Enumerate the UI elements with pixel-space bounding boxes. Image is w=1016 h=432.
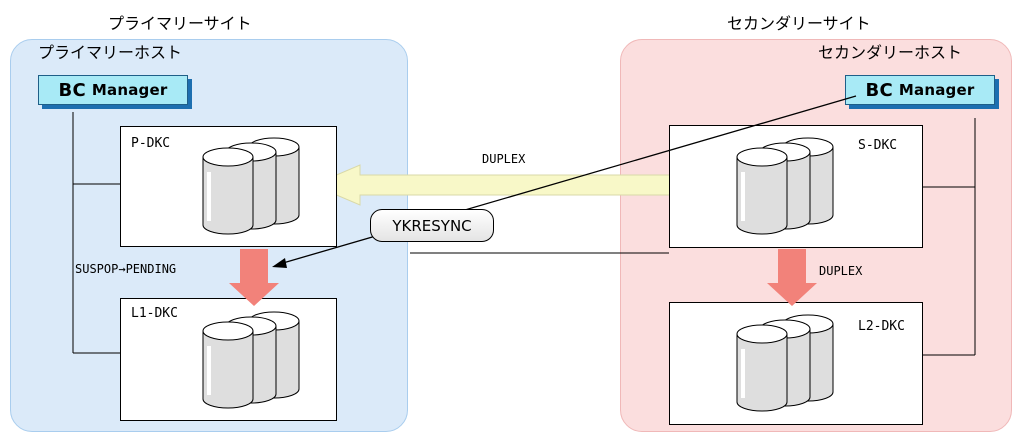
- l1-dkc-label: L1-DKC: [131, 306, 178, 321]
- primary-site-title: プライマリーサイト: [108, 14, 252, 33]
- secondary-host-label: セカンダリーホスト: [818, 43, 963, 62]
- primary-host-label: プライマリーホスト: [38, 43, 183, 62]
- primary-bc-manager[interactable]: BC Manager: [38, 75, 188, 105]
- secondary-bc-manager-prefix: BC: [865, 79, 893, 101]
- secondary-site-title: セカンダリーサイト: [727, 14, 871, 33]
- primary-bc-manager-name: Manager: [91, 81, 168, 99]
- ykresync-command-label: YKRESYNC: [370, 209, 494, 242]
- secondary-local-pair-state: DUPLEX: [819, 264, 863, 278]
- s-dkc-label: S-DKC: [858, 138, 898, 153]
- l2-dkc-label: L2-DKC: [858, 319, 905, 334]
- remote-copy-state: DUPLEX: [482, 152, 526, 166]
- p-dkc-label: P-DKC: [131, 136, 171, 151]
- secondary-bc-manager-name: Manager: [898, 81, 975, 99]
- secondary-bc-manager[interactable]: BC Manager: [845, 75, 995, 105]
- primary-local-pair-state: SUSPOP→PENDING: [75, 262, 177, 276]
- primary-bc-manager-prefix: BC: [58, 79, 86, 101]
